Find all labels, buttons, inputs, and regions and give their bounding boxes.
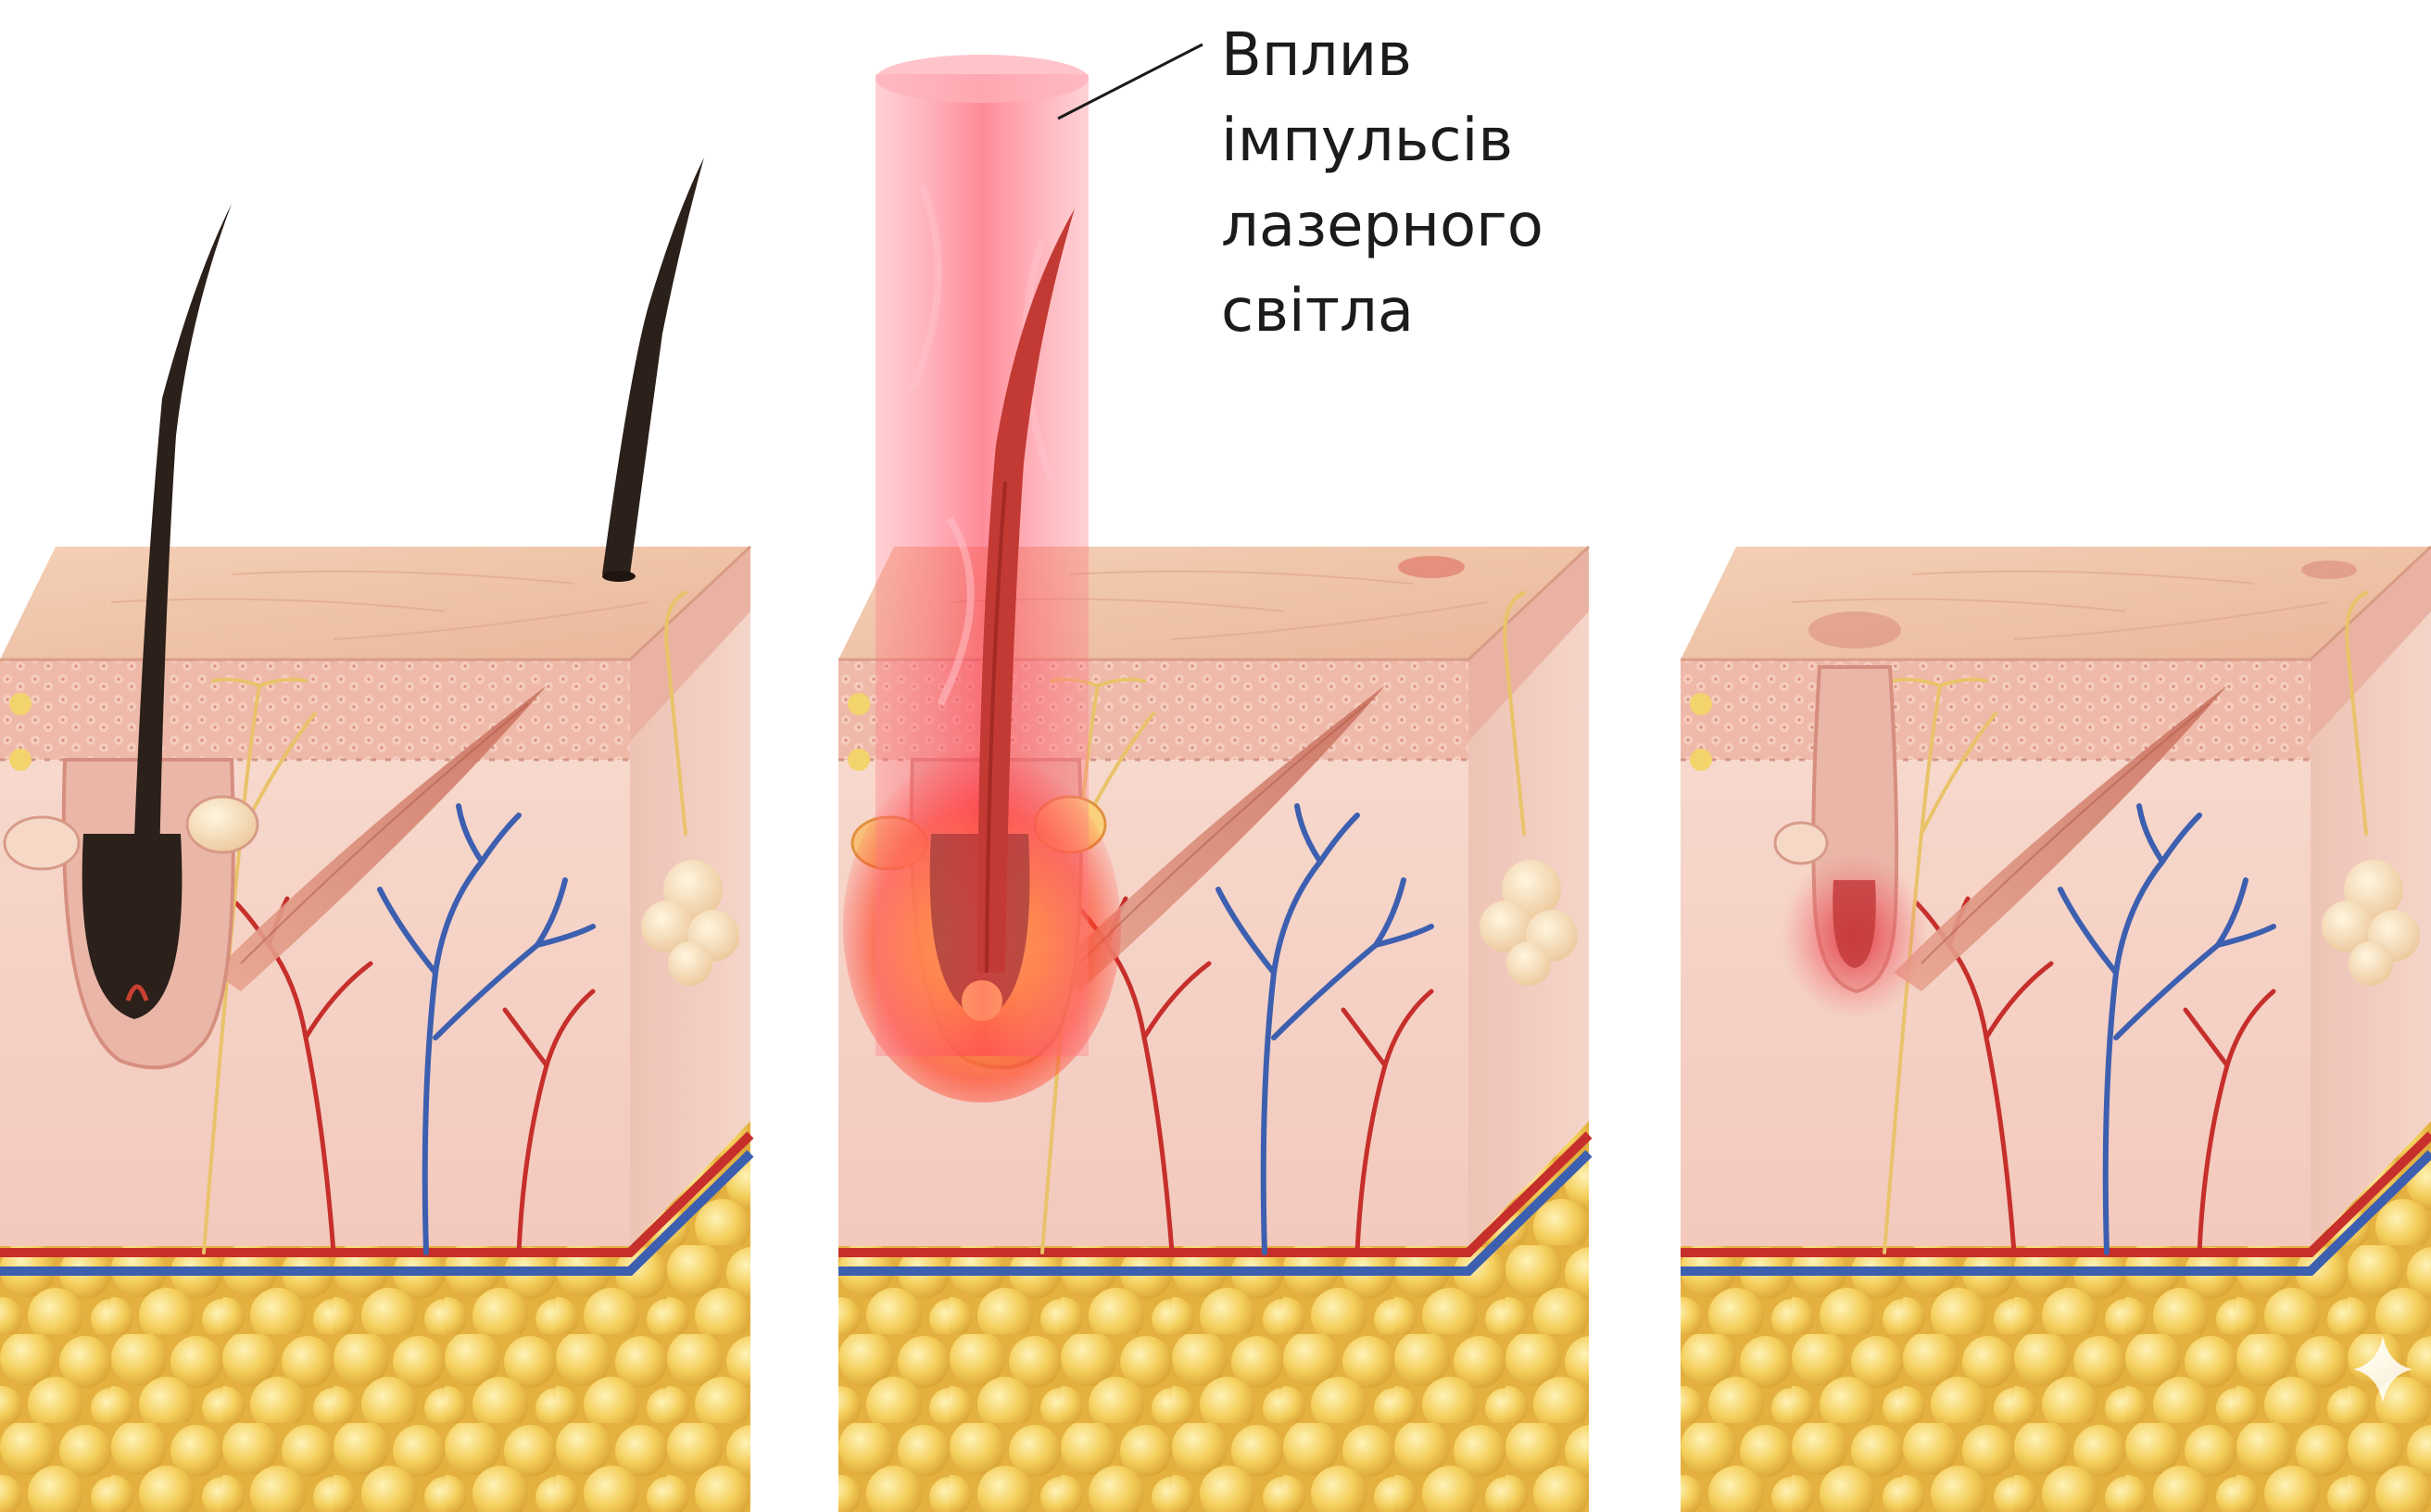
sparkle-icon: [2353, 1336, 2412, 1403]
hair-shaft: [130, 204, 232, 973]
panel-laser: [838, 55, 1589, 1512]
empty-follicle: [1773, 665, 1929, 1019]
hair-shaft-2: [602, 158, 704, 574]
callout-line-2: імпульсів: [1221, 107, 1514, 175]
callout-line-4: світла: [1221, 277, 1415, 346]
callout-leader-line: [1057, 43, 1203, 120]
panel-after: [1681, 547, 2431, 1512]
hair-shaft-heated: [977, 208, 1075, 973]
laser-callout-label: Вплив імпульсів лазерного світла: [1221, 13, 1543, 354]
panel-before: [0, 158, 750, 1512]
callout-line-1: Вплив: [1221, 21, 1412, 90]
callout-line-3: лазерного: [1221, 192, 1543, 260]
